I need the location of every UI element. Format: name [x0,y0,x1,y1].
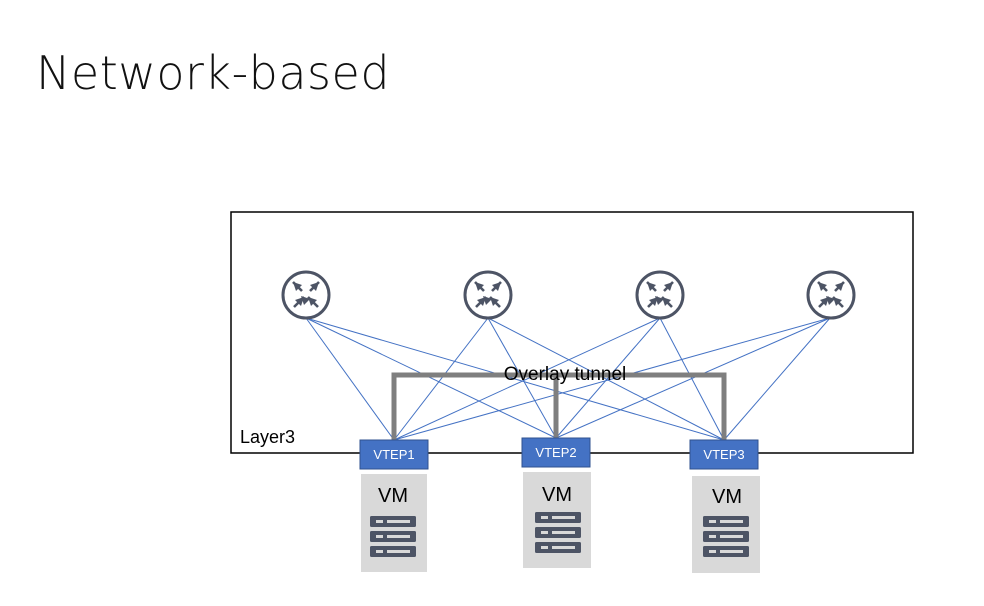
slide-title: Network-based [36,46,391,100]
vtep-2: VTEP2 [521,437,591,468]
vtep-label: VTEP3 [703,447,744,462]
vm-label: VM [378,485,408,507]
vm-label: VM [712,486,742,508]
link-r4-v3 [723,317,831,441]
vtep-1: VTEP1 [359,439,429,470]
overlay-tunnel-label: Overlay tunnel [504,364,627,385]
server-icon [703,516,749,557]
link-r4-v1 [393,317,831,441]
router-2 [463,270,513,320]
layer3-region [230,211,914,454]
router-3 [635,270,685,320]
host-1: VM [361,474,427,572]
host-2: VM [523,472,591,568]
link-r1-v3 [305,317,725,441]
link-r1-v1 [305,317,395,441]
server-icon [370,516,416,557]
router-icon [281,270,331,320]
vtep-label: VTEP2 [535,445,576,460]
link-r4-v2 [555,317,831,439]
layer3-label: Layer3 [240,427,295,447]
link-r2-v2 [487,317,557,439]
link-r3-v1 [393,317,661,441]
vm-label: VM [542,484,572,506]
link-r3-v2 [555,317,661,439]
router-icon [463,270,513,320]
host-3: VM [692,476,760,573]
server-icon [535,512,581,553]
link-r3-v3 [659,317,725,441]
link-r1-v2 [305,317,557,439]
underlay-links [305,317,831,441]
overlay-tunnel [391,372,727,440]
router-4 [806,270,856,320]
link-r2-v1 [393,317,489,441]
router-1 [281,270,331,320]
vtep-label: VTEP1 [373,447,414,462]
router-icon [635,270,685,320]
vtep-3: VTEP3 [689,439,759,470]
router-icon [806,270,856,320]
link-r2-v3 [487,317,725,441]
